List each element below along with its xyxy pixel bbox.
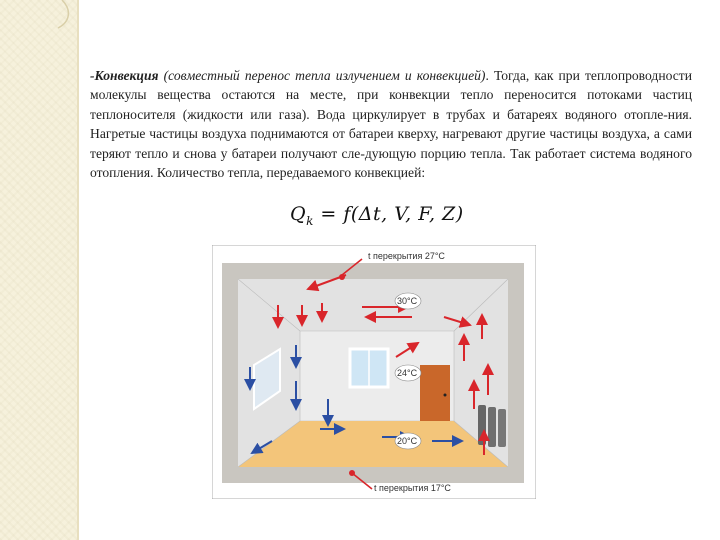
floor — [238, 421, 508, 467]
formula-rhs: = f(Δt, V, F, Z) — [313, 203, 464, 225]
temp-bubble-bottom: 20°C — [397, 436, 418, 446]
side-window — [253, 347, 281, 411]
ceiling-pointer — [341, 258, 363, 276]
formula-lhs: Q — [290, 203, 307, 225]
page-curl-ornament — [57, 0, 70, 29]
door — [420, 365, 450, 421]
temp-bubble-mid: 24°C — [397, 368, 418, 378]
formula-subscript: k — [306, 213, 314, 228]
temp-bubble-top: 30°C — [397, 296, 418, 306]
sidebar-edge — [77, 0, 79, 540]
convection-formula: Qk = f(Δt, V, F, Z) — [290, 203, 464, 228]
parenthetical-note: (совместный перенос тепла излучением и к… — [163, 68, 486, 83]
paragraph-body: . Тогда, как при теплопроводности молеку… — [90, 68, 692, 181]
radiator — [478, 405, 506, 447]
term-convection: -Конвекция — [90, 68, 159, 83]
ceiling-temp-label: t перекрытия 27°C — [368, 251, 445, 261]
decorative-sidebar — [0, 0, 78, 540]
floor-pointer — [351, 472, 373, 490]
floor-temp-label: t перекрытия 17°C — [374, 483, 451, 493]
convection-paragraph: -Конвекция (совместный перенос тепла изл… — [90, 66, 692, 182]
room-convection-diagram: t перекрытия 27°C t перекрытия 17°C 30°C… — [212, 245, 536, 499]
